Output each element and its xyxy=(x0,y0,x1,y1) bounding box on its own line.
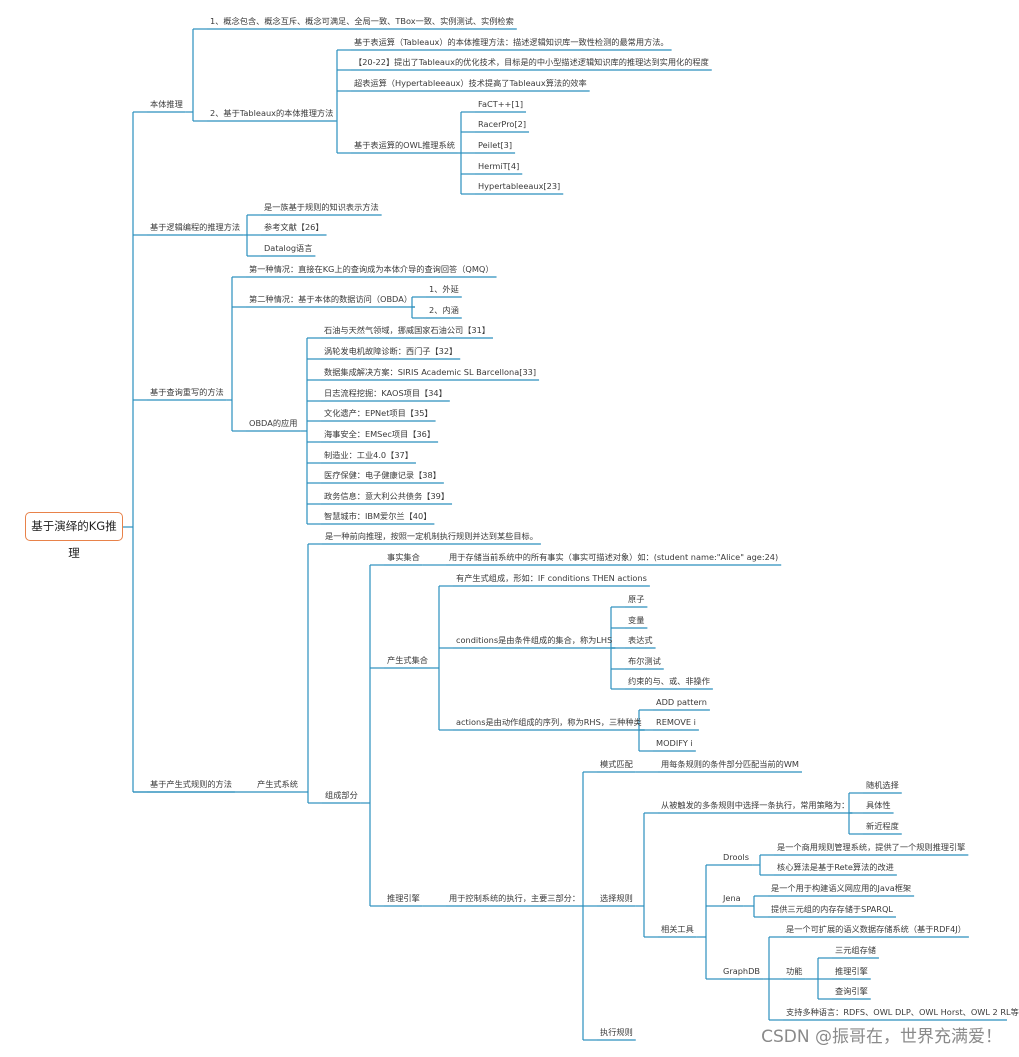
node-n4a1[interactable]: 是一种前向推理，按照一定机制执行规则并达到某些目标。 xyxy=(325,531,538,541)
node-d1b[interactable]: 核心算法是基于Rete算法的改进 xyxy=(777,862,894,872)
node-m2a3[interactable]: 新近程度 xyxy=(866,821,899,831)
node-n1b4d[interactable]: HermiT[4] xyxy=(478,161,520,171)
node-f2b3[interactable]: 表达式 xyxy=(628,635,653,645)
node-g1b2[interactable]: 推理引擎 xyxy=(835,966,868,976)
node-n3a[interactable]: 第一种情况：直接在KG上的查询成为本体介导的查询回答（QMQ） xyxy=(249,264,494,274)
node-f3[interactable]: 推理引擎 xyxy=(387,893,420,903)
node-g1a[interactable]: 是一个可扩展的语义数据存储系统（基于RDF4J） xyxy=(786,924,966,934)
node-j1a[interactable]: 是一个用于构建语义网应用的Java框架 xyxy=(771,883,912,893)
node-f2c2[interactable]: REMOVE i xyxy=(656,717,696,727)
node-m1[interactable]: 模式匹配 xyxy=(600,759,633,769)
node-n3c7[interactable]: 制造业：工业4.0【37】 xyxy=(324,450,413,460)
node-m2b[interactable]: 相关工具 xyxy=(661,924,694,934)
node-n3c[interactable]: OBDA的应用 xyxy=(249,418,298,428)
node-n3b2[interactable]: 2、内涵 xyxy=(429,305,459,315)
node-f2c1[interactable]: ADD pattern xyxy=(656,697,707,707)
node-n3c2[interactable]: 涡轮发电机故障诊断：西门子【32】 xyxy=(324,346,458,356)
node-n3c1[interactable]: 石油与天然气领域，挪威国家石油公司【31】 xyxy=(324,325,490,335)
node-f1a[interactable]: 用于存储当前系统中的所有事实（事实可描述对象）如：(student name:"… xyxy=(449,552,779,562)
node-n3c3[interactable]: 数据集成解决方案：SIRIS Academic SL Barcellona[33… xyxy=(324,367,537,377)
node-n4a[interactable]: 产生式系统 xyxy=(257,779,298,789)
node-n1b4[interactable]: 基于表运算的OWL推理系统 xyxy=(354,140,455,150)
node-f2a[interactable]: 有产生式组成，形如：IF conditions THEN actions xyxy=(456,573,647,583)
node-n1b1[interactable]: 基于表运算（Tableaux）的本体推理方法：描述逻辑知识库一致性检测的最常用方… xyxy=(354,37,669,47)
node-n2a[interactable]: 是一族基于规则的知识表示方法 xyxy=(264,202,379,212)
node-m2a2[interactable]: 具体性 xyxy=(866,800,891,810)
node-n1b2[interactable]: 【20-22】提出了Tableaux的优化技术，目标是的中小型描述逻辑知识库的推… xyxy=(354,57,709,67)
node-f3a[interactable]: 用于控制系统的执行，主要三部分： xyxy=(449,893,581,903)
node-n3c4[interactable]: 日志流程挖掘：KAOS项目【34】 xyxy=(324,388,447,398)
watermark: CSDN @振哥在，世界充满爱！ xyxy=(761,1027,1002,1047)
node-f2b2[interactable]: 变量 xyxy=(628,615,645,625)
node-g1[interactable]: GraphDB xyxy=(723,966,761,976)
node-d1a[interactable]: 是一个商用规则管理系统，提供了一个规则推理引擎 xyxy=(777,842,966,852)
node-n3c5[interactable]: 文化遗产：EPNet项目【35】 xyxy=(324,408,433,418)
node-n3c9[interactable]: 政务信息：意大利公共债务【39】 xyxy=(324,491,450,501)
node-n1a[interactable]: 1、概念包含、概念互斥、概念可满足、全局一致、TBox一致、实例测试、实例检索 xyxy=(210,16,514,26)
node-j1[interactable]: Jena xyxy=(723,893,741,903)
node-n3b1[interactable]: 1、外延 xyxy=(429,284,459,294)
node-n4a2[interactable]: 组成部分 xyxy=(325,790,358,800)
node-n2b[interactable]: 参考文献【26】 xyxy=(264,222,324,232)
node-n3c6[interactable]: 海事安全：EMSec项目【36】 xyxy=(324,429,436,439)
node-m3[interactable]: 执行规则 xyxy=(600,1027,633,1037)
node-n2[interactable]: 基于逻辑编程的推理方法 xyxy=(150,222,241,232)
node-n4[interactable]: 基于产生式规则的方法 xyxy=(150,779,232,789)
node-n2c[interactable]: Datalog语言 xyxy=(264,243,313,253)
node-m1a[interactable]: 用每条规则的条件部分匹配当前的WM xyxy=(661,759,799,769)
node-n3b[interactable]: 第二种情况：基于本体的数据访问（OBDA） xyxy=(249,294,413,304)
node-f2b[interactable]: conditions是由条件组成的集合，称为LHS xyxy=(456,635,613,645)
node-n1[interactable]: 本体推理 xyxy=(150,99,183,109)
node-n3[interactable]: 基于查询重写的方法 xyxy=(150,387,224,397)
node-f2c3[interactable]: MODIFY i xyxy=(656,738,693,748)
root-node[interactable]: 基于演绎的KG推理 xyxy=(25,512,123,560)
node-n1b[interactable]: 2、基于Tableaux的本体推理方法 xyxy=(210,108,334,118)
node-n1b4e[interactable]: Hypertableeaux[23] xyxy=(478,181,561,191)
node-m2a[interactable]: 从被触发的多条规则中选择一条执行，常用策略为： xyxy=(661,800,850,810)
node-f2b1[interactable]: 原子 xyxy=(628,594,645,604)
node-n1b3[interactable]: 超表运算（Hypertableeaux）技术提高了Tableaux算法的效率 xyxy=(354,78,587,88)
node-n3c8[interactable]: 医疗保健：电子健康记录【38】 xyxy=(324,470,441,480)
node-g1b[interactable]: 功能 xyxy=(786,966,803,976)
node-g1b3[interactable]: 查询引擎 xyxy=(835,986,868,996)
node-f1[interactable]: 事实集合 xyxy=(387,552,420,562)
node-f2c[interactable]: actions是由动作组成的序列，称为RHS，三种种类 xyxy=(456,717,642,727)
node-n1b4b[interactable]: RacerPro[2] xyxy=(478,119,527,129)
node-n3c10[interactable]: 智慧城市：IBM爱尔兰【40】 xyxy=(324,511,432,521)
node-m2[interactable]: 选择规则 xyxy=(600,893,633,903)
node-j1b[interactable]: 提供三元组的内存存储于SPARQL xyxy=(771,904,893,914)
node-n1b4c[interactable]: Peilet[3] xyxy=(478,140,513,150)
node-m2a1[interactable]: 随机选择 xyxy=(866,780,899,790)
node-g1c[interactable]: 支持多种语言：RDFS、OWL DLP、OWL Horst、OWL 2 RL等 xyxy=(786,1007,1019,1017)
node-g1b1[interactable]: 三元组存储 xyxy=(835,945,876,955)
node-f2b5[interactable]: 约束的与、或、非操作 xyxy=(628,676,710,686)
node-n1b4a[interactable]: FaCT++[1] xyxy=(478,99,524,109)
node-f2[interactable]: 产生式集合 xyxy=(387,655,428,665)
node-d1[interactable]: Drools xyxy=(723,852,750,862)
node-f2b4[interactable]: 布尔测试 xyxy=(628,656,661,666)
